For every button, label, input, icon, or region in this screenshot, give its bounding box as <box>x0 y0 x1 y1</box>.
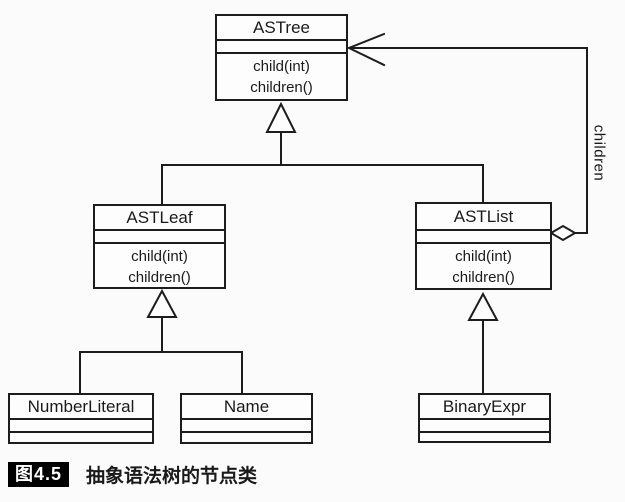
figure-title: 抽象语法树的节点类 <box>86 466 258 487</box>
inheritance-triangle-icon <box>467 291 499 321</box>
class-box-name: Name <box>180 393 313 444</box>
class-name: ASTList <box>417 204 550 231</box>
aggregation-astlist-children <box>346 32 588 242</box>
class-name: BinaryExpr <box>420 395 549 420</box>
method-label: children() <box>250 79 313 96</box>
aggregation-diamond-icon <box>549 224 577 242</box>
connector-line <box>161 164 484 207</box>
class-box-astree: ASTree child(int) children() <box>215 14 348 101</box>
class-methods: child(int) children() <box>417 244 550 288</box>
open-arrowhead-icon <box>346 32 386 67</box>
class-attributes-empty <box>217 41 346 54</box>
class-name: NumberLiteral <box>10 395 152 420</box>
class-box-astlist: ASTList child(int) children() <box>415 202 552 290</box>
class-attributes-empty <box>417 231 550 244</box>
class-name: Name <box>182 395 311 420</box>
class-methods-empty <box>182 433 311 442</box>
class-name: ASTree <box>217 16 346 41</box>
generalization-to-astlist <box>467 291 499 395</box>
connector-line <box>349 47 588 234</box>
method-label: children() <box>128 269 191 286</box>
class-box-numberliteral: NumberLiteral <box>8 393 154 444</box>
inheritance-triangle-icon <box>146 288 178 318</box>
class-attributes-empty <box>95 231 224 244</box>
figure-number-badge: 图4.5 <box>8 462 70 487</box>
method-label: child(int) <box>253 58 310 75</box>
class-box-astleaf: ASTLeaf child(int) children() <box>93 204 226 289</box>
class-methods: child(int) children() <box>217 54 346 99</box>
class-name: ASTLeaf <box>95 206 224 231</box>
connector-line <box>79 351 243 395</box>
class-methods-empty <box>10 433 152 442</box>
class-attributes-empty <box>182 420 311 433</box>
class-attributes-empty <box>10 420 152 433</box>
generalization-to-astree <box>161 101 484 207</box>
figure-caption: 图4.5 抽象语法树的节点类 <box>8 461 257 488</box>
class-methods-empty <box>420 433 549 441</box>
class-box-binaryexpr: BinaryExpr <box>418 393 551 443</box>
method-label: children() <box>452 269 515 286</box>
class-attributes-empty <box>420 420 549 433</box>
inheritance-triangle-icon <box>265 101 297 133</box>
generalization-to-astleaf <box>79 288 243 395</box>
method-label: child(int) <box>131 248 188 265</box>
class-methods: child(int) children() <box>95 244 224 288</box>
method-label: child(int) <box>455 248 512 265</box>
association-label-children: children <box>590 124 608 182</box>
